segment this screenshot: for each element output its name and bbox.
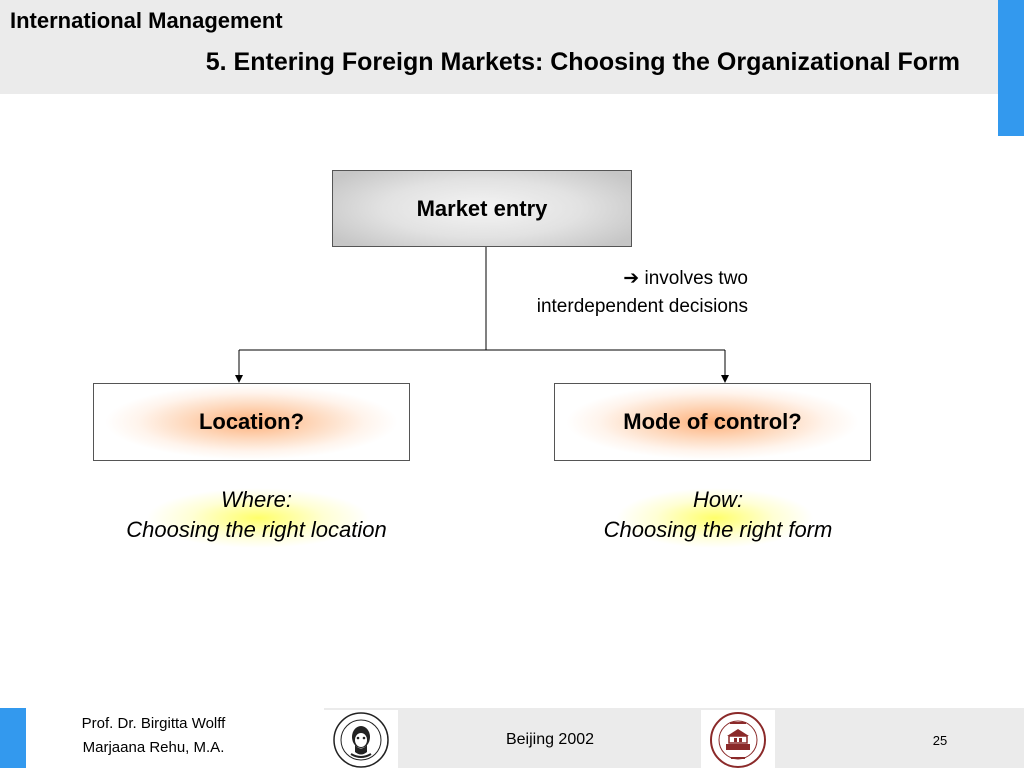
page-number: 25 [932,733,948,748]
mode-of-control-label: Mode of control? [623,409,802,434]
accent-bar-top [998,0,1024,136]
control-description: How: Choosing the right form [560,485,876,545]
location-label: Location? [198,409,305,434]
event-label: Beijing 2002 [505,731,595,748]
location-detail: Choosing the right location [126,517,387,542]
note-line-2: interdependent decisions [536,296,748,317]
location-box: Location? [93,383,410,461]
author-2: Marjaana Rehu, M.A. [82,739,225,756]
right-arrowhead [721,375,729,383]
magdeburg-seal-logo [324,710,398,768]
how-label: How: [692,487,744,512]
market-entry-box: Market entry [332,170,632,247]
note-line-1: involves two [644,268,749,289]
left-arrowhead [235,375,243,383]
market-entry-label: Market entry [416,195,548,221]
authors: Prof. Dr. Birgitta Wolff Marjaana Rehu, … [26,712,281,760]
right-arrow-icon: ➔ [623,268,640,289]
left-glow [110,478,406,558]
control-detail: Choosing the right form [603,517,833,542]
accent-bar-bottom [0,708,26,768]
location-description: Where: Choosing the right location [93,485,420,545]
right-glow [584,478,846,558]
slide-title: 5. Entering Foreign Markets: Choosing th… [205,48,960,76]
footer-author-panel [26,708,324,768]
beijing-normal-seal-logo [701,710,775,768]
decision-note: ➔ involves two interdependent decisions [470,265,748,321]
header-bar: International Management 5. Entering For… [0,0,998,94]
where-label: Where: [221,487,292,512]
course-title: International Management [10,8,283,33]
mode-of-control-box: Mode of control? [554,383,871,461]
author-1: Prof. Dr. Birgitta Wolff [81,715,226,732]
